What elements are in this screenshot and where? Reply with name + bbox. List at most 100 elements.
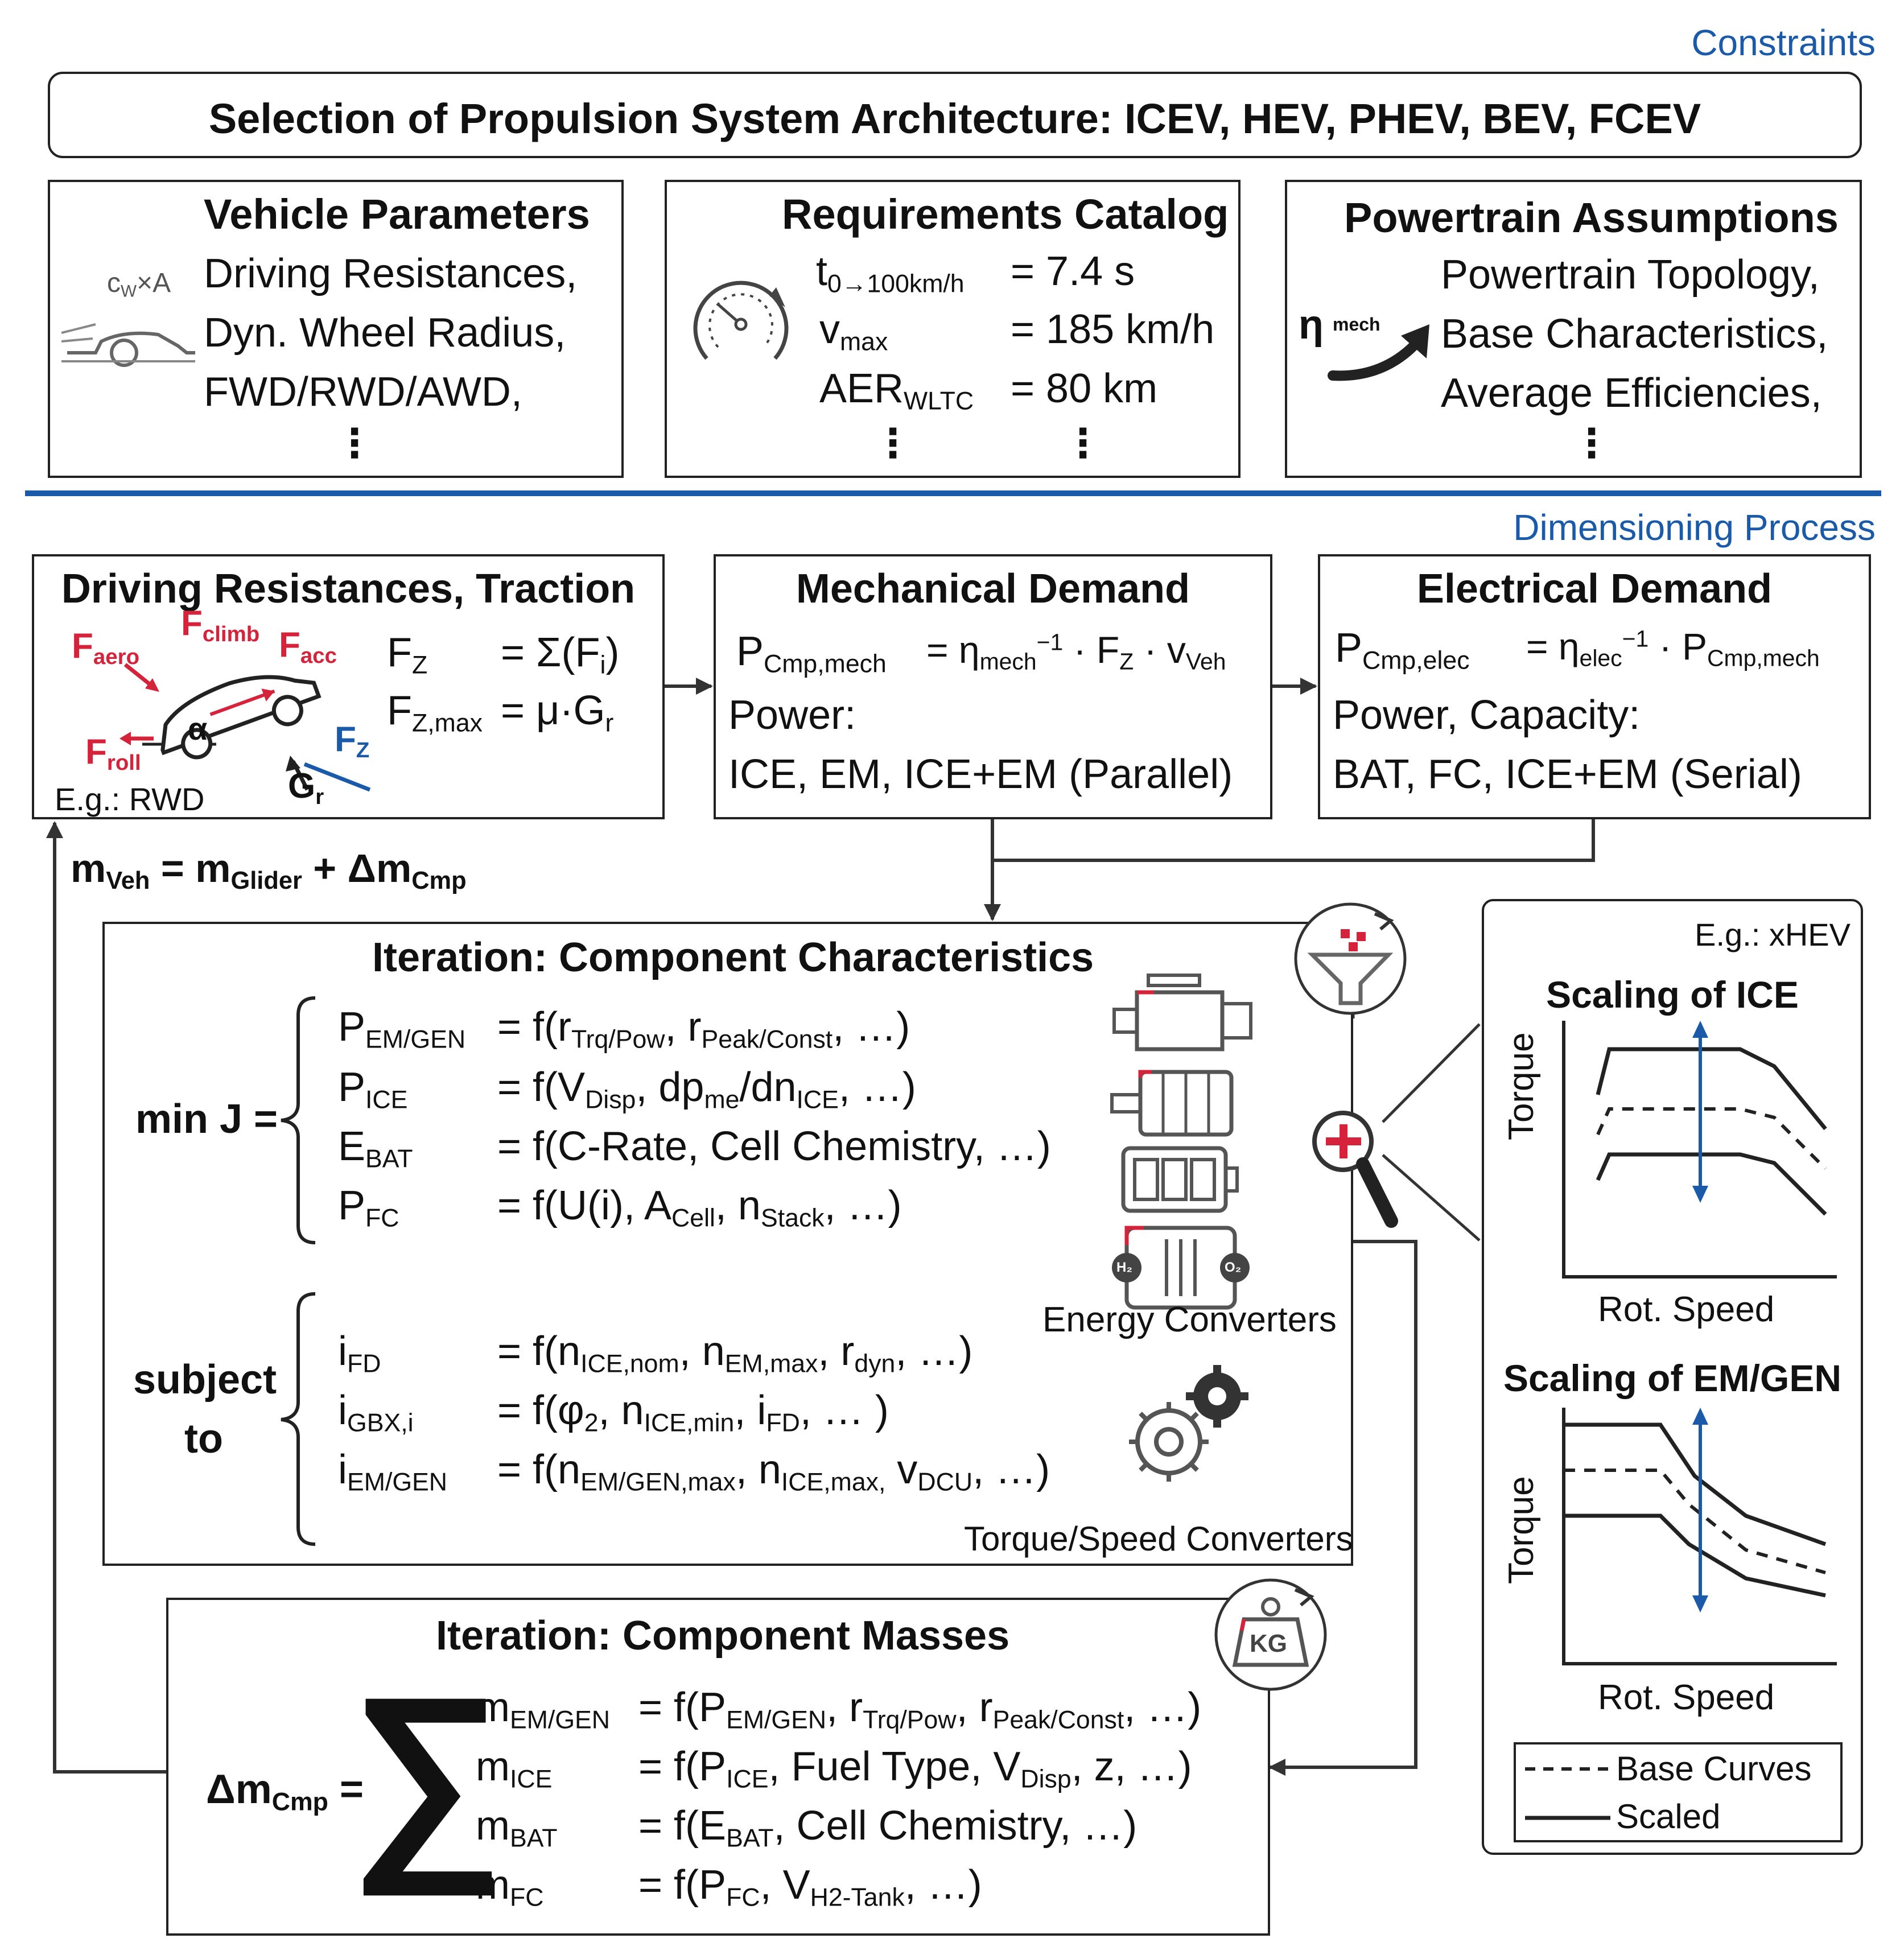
- objective-label: min J =: [135, 1096, 278, 1142]
- vehicle-param-ellipsis: ⋮: [335, 421, 374, 465]
- iteration-masses-box: Iteration: Component Masses ΔmCmp = ∑ mE…: [166, 1598, 1270, 1936]
- mechanical-power-label: Power:: [728, 692, 856, 738]
- mechanical-demand-title: Mechanical Demand: [796, 566, 1190, 612]
- powertrain-assumptions-ellipsis: ⋮: [1572, 421, 1612, 465]
- drive-example-label: E.g.: RWD: [55, 781, 205, 817]
- requirements-ellipsis: ⋮: [1063, 421, 1103, 465]
- requirements-ellipsis: ⋮: [873, 421, 913, 465]
- max-traction-eq: FZ,max: [387, 688, 483, 737]
- traction-force-eq: FZ: [387, 630, 428, 679]
- weight-kg-icon: KG: [1210, 1574, 1332, 1696]
- powertrain-assumption-item: Average Efficiencies,: [1441, 370, 1822, 416]
- scaling-legend: Base Curves Scaled: [1514, 1742, 1843, 1842]
- constraint-row-rhs: = f(nICE,nom, nEM,max, rdyn, …): [497, 1329, 973, 1378]
- vehicle-param-item: FWD/RWD/AWD,: [204, 369, 522, 415]
- constraint-row-lhs: iFD: [338, 1329, 381, 1378]
- legend-dashed-line-icon: [1525, 1767, 1610, 1771]
- scaling-example-label: E.g.: xHEV: [1695, 917, 1851, 952]
- architecture-box: Selection of Propulsion System Architect…: [48, 72, 1862, 158]
- legend-base-curves: Base Curves: [1616, 1750, 1812, 1788]
- ice-y-axis-label: Torque: [1502, 1032, 1541, 1140]
- constraint-row-lhs: iEM/GEN: [338, 1447, 448, 1496]
- electric-motor-icon: [1106, 1066, 1254, 1140]
- constraint-label: subject: [133, 1357, 277, 1403]
- requirement-t0-100: t0→100km/h: [816, 249, 965, 298]
- mechanical-power-components: ICE, EM, ICE+EM (Parallel): [728, 752, 1233, 797]
- engine-icon: [1108, 970, 1256, 1061]
- section-divider: [25, 490, 1881, 496]
- objective-row-lhs: PICE: [338, 1065, 408, 1114]
- mass-row-rhs: = f(PEM/GEN, rTrq/Pow, rPeak/Const, …): [638, 1685, 1202, 1734]
- torque-speed-converters-label: Torque/Speed Converters: [964, 1520, 1353, 1558]
- emgen-x-axis-label: Rot. Speed: [1598, 1678, 1775, 1717]
- car-aero-icon: cW×A: [61, 267, 198, 381]
- vehicle-force-diagram: Faero Fclimb Facc Froll α FZ Gr: [72, 604, 371, 809]
- mass-row-rhs: = f(EBAT, Cell Chemistry, …): [638, 1803, 1138, 1853]
- electrical-power-eq: PCmp,elec: [1335, 625, 1470, 675]
- sum-symbol: ∑: [349, 1652, 504, 1894]
- constraint-label: to: [184, 1416, 223, 1462]
- ice-x-axis-label: Rot. Speed: [1598, 1290, 1775, 1329]
- mechanical-power-eq: PCmp,mech: [736, 629, 887, 678]
- objective-row-lhs: PEM/GEN: [338, 1004, 466, 1054]
- traction-force-eq-rhs: = Σ(Fi): [501, 630, 620, 679]
- max-traction-eq-rhs: = μ·Gr: [501, 688, 614, 737]
- filter-iteration-icon: [1289, 898, 1411, 1020]
- electrical-demand-title: Electrical Demand: [1416, 566, 1773, 612]
- requirement-aer-value: = 80 km: [1011, 366, 1158, 411]
- requirement-t0-100-value: = 7.4 s: [1011, 249, 1135, 294]
- mass-row-rhs: = f(PFC, VH2-Tank, …): [638, 1862, 982, 1912]
- mass-row-lhs: mICE: [476, 1744, 553, 1793]
- legend-scaled: Scaled: [1616, 1797, 1721, 1836]
- electrical-power-eq-rhs: = ηelec−1 · PCmp,mech: [1526, 625, 1820, 671]
- emgen-torque-chart: [1562, 1408, 1837, 1665]
- objective-row-rhs: = f(U(i), ACell, nStack, …): [497, 1183, 902, 1232]
- mass-row-lhs: mFC: [476, 1862, 544, 1912]
- gears-icon: [1118, 1362, 1254, 1493]
- mechanical-demand-box: Mechanical Demand PCmp,mech = ηmech−1 · …: [714, 554, 1272, 819]
- mass-row-lhs: mBAT: [476, 1803, 558, 1853]
- magnifier-plus-icon: [1309, 1107, 1400, 1238]
- vehicle-param-item: Driving Resistances,: [204, 251, 578, 296]
- electrical-power-components: BAT, FC, ICE+EM (Serial): [1333, 752, 1802, 797]
- iteration-characteristics-box: Iteration: Component Characteristics min…: [102, 922, 1353, 1566]
- ice-scaling-title: Scaling of ICE: [1546, 974, 1799, 1016]
- efficiency-arrow-icon: η mech: [1299, 302, 1446, 387]
- mass-row-rhs: = f(PICE, Fuel Type, VDisp, z, …): [638, 1744, 1192, 1793]
- objective-row-lhs: PFC: [338, 1183, 399, 1232]
- constraint-row-lhs: iGBX,i: [338, 1388, 414, 1437]
- electrical-power-label: Power, Capacity:: [1333, 692, 1641, 738]
- iteration-masses-title: Iteration: Component Masses: [436, 1613, 1010, 1659]
- architecture-title: Selection of Propulsion System Architect…: [208, 95, 1701, 142]
- driving-resistances-title: Driving Resistances, Traction: [61, 566, 636, 612]
- battery-icon: [1118, 1143, 1243, 1216]
- vehicle-parameters-title: Vehicle Parameters: [204, 191, 590, 238]
- fuel-cell-icon: H₂ O₂: [1104, 1216, 1258, 1313]
- driving-resistances-box: Driving Resistances, Traction: [32, 554, 665, 819]
- objective-row-rhs: = f(C-Rate, Cell Chemistry, …): [497, 1124, 1051, 1169]
- objective-brace: [281, 996, 316, 1244]
- emgen-y-axis-label: Torque: [1502, 1476, 1541, 1584]
- powertrain-assumption-item: Base Characteristics,: [1441, 311, 1828, 357]
- scaling-panel: E.g.: xHEV Scaling of ICE Torque Rot. Sp…: [1482, 899, 1863, 1855]
- objective-row-rhs: = f(VDisp, dpme/dnICE, …): [497, 1065, 916, 1114]
- vehicle-mass-equation: mVeh = mGlider + ΔmCmp: [71, 846, 467, 895]
- iteration-characteristics-title: Iteration: Component Characteristics: [372, 935, 1094, 980]
- constraints-label: Constraints: [1691, 22, 1876, 63]
- requirements-catalog-title: Requirements Catalog: [782, 191, 1229, 238]
- objective-row-lhs: EBAT: [338, 1124, 413, 1173]
- powertrain-assumptions-title: Powertrain Assumptions: [1344, 194, 1839, 241]
- requirement-vmax-value: = 185 km/h: [1011, 307, 1215, 352]
- energy-converters-label: Energy Converters: [1042, 1300, 1337, 1339]
- vehicle-parameters-box: Vehicle Parameters Driving Resistances, …: [48, 180, 624, 478]
- ice-torque-chart: [1562, 1021, 1837, 1278]
- speedometer-icon: [684, 267, 798, 381]
- requirement-vmax: vmax: [819, 307, 888, 356]
- constraint-row-rhs: = f(nEM/GEN,max, nICE,max, vDCU, …): [497, 1447, 1050, 1496]
- requirement-aer: AERWLTC: [819, 366, 974, 415]
- powertrain-assumptions-box: Powertrain Assumptions η mech Powertrain…: [1285, 180, 1862, 478]
- constraint-row-rhs: = f(φ2, nICE,min, iFD, … ): [497, 1388, 889, 1437]
- powertrain-assumption-item: Powertrain Topology,: [1441, 252, 1820, 298]
